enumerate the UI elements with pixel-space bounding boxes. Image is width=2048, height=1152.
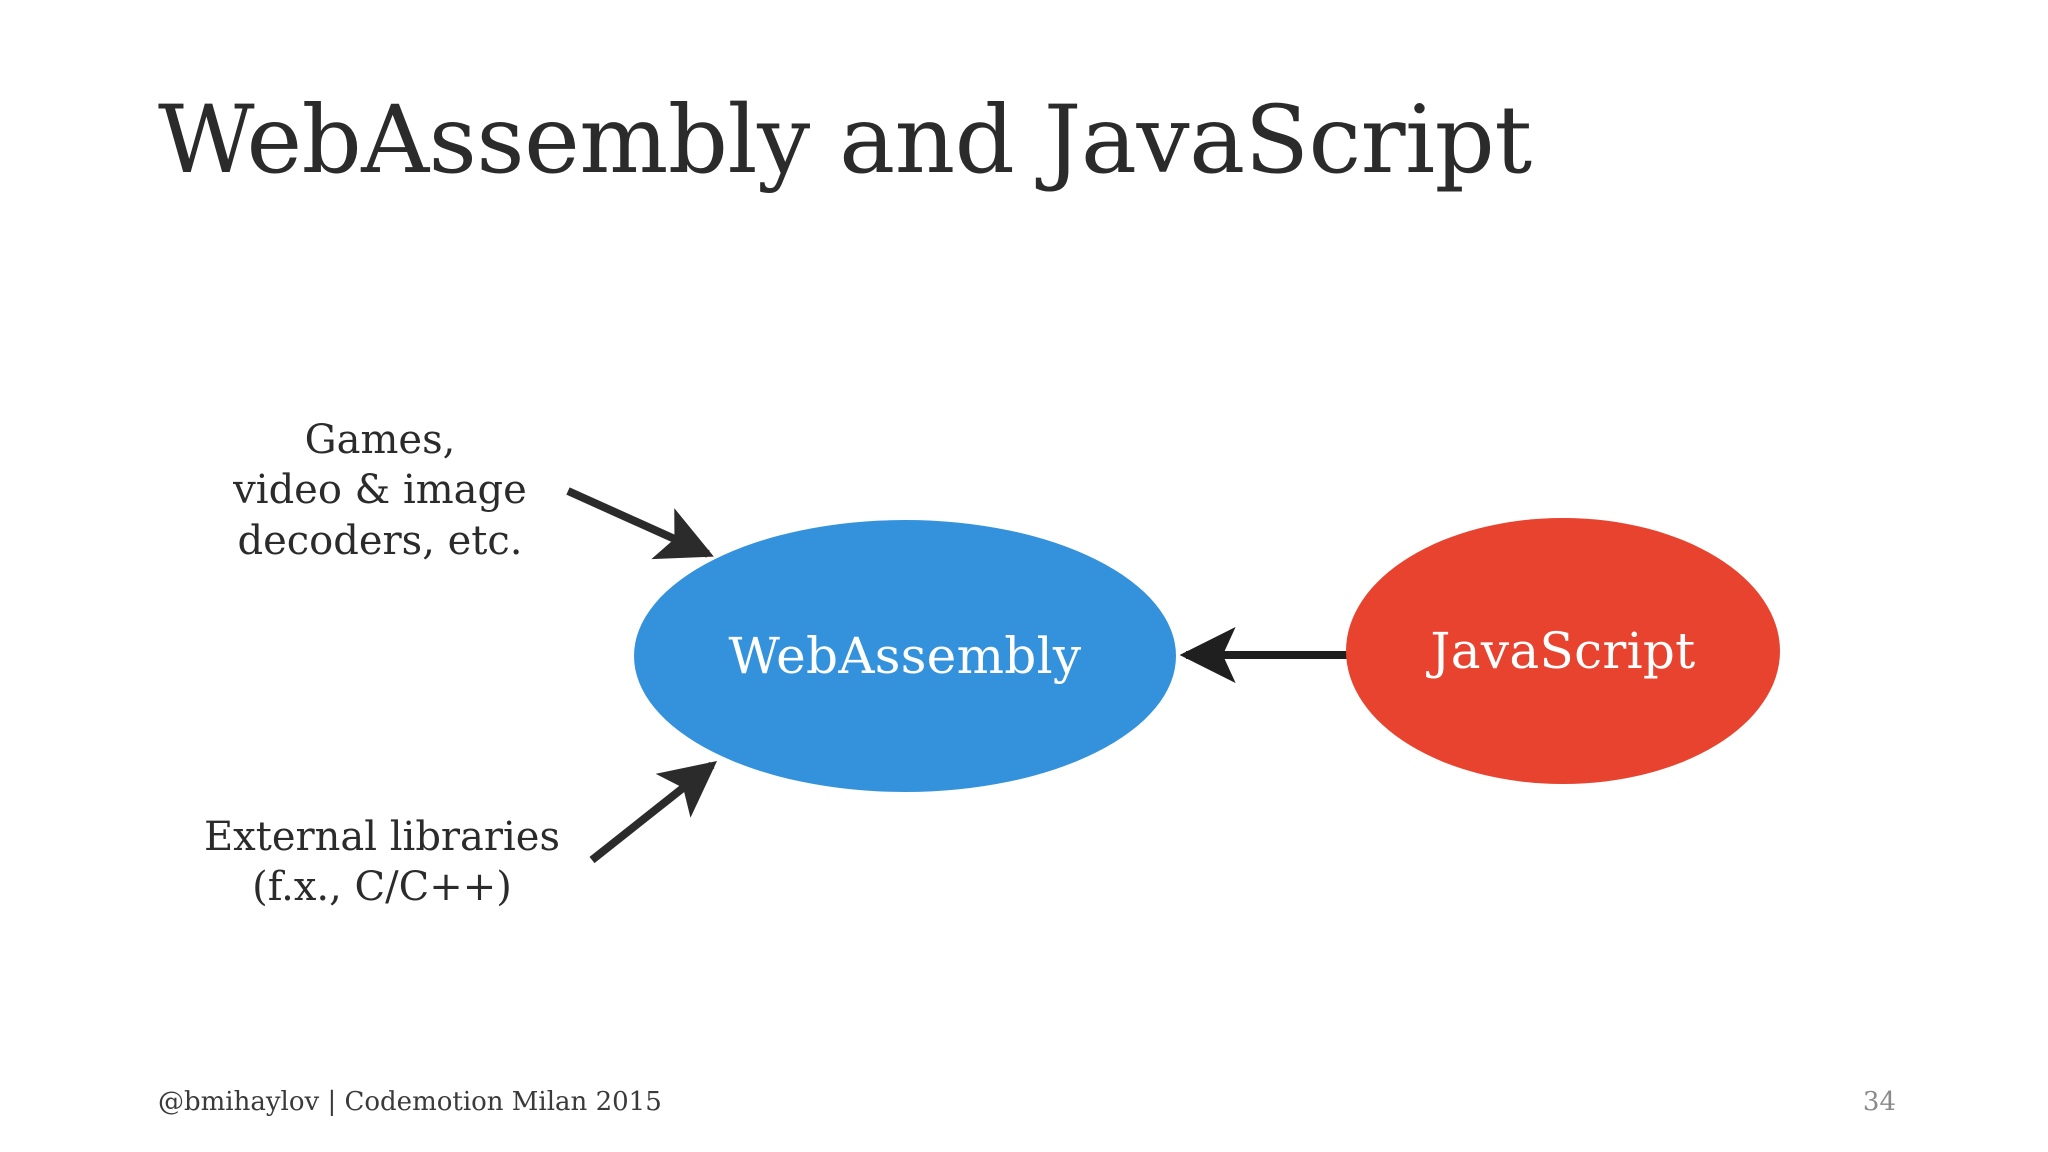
footer-credit: @bmihaylov | Codemotion Milan 2015 (158, 1087, 662, 1117)
arrow-games-to-wasm (566, 487, 714, 560)
node-webassembly[interactable]: WebAssembly (634, 520, 1176, 792)
page-number: 34 (1862, 1087, 1896, 1117)
node-javascript[interactable]: JavaScript (1346, 518, 1780, 784)
node-javascript-label: JavaScript (1430, 622, 1696, 680)
node-webassembly-label: WebAssembly (728, 627, 1082, 685)
annotation-external-libraries: External libraries (f.x., C/C++) (203, 814, 560, 911)
page-title: WebAssembly and JavaScript (158, 86, 1532, 195)
annotation-games-video-decoders: Games, video & image decoders, etc. (233, 417, 527, 564)
arrow-libraries-to-wasm (589, 761, 718, 864)
